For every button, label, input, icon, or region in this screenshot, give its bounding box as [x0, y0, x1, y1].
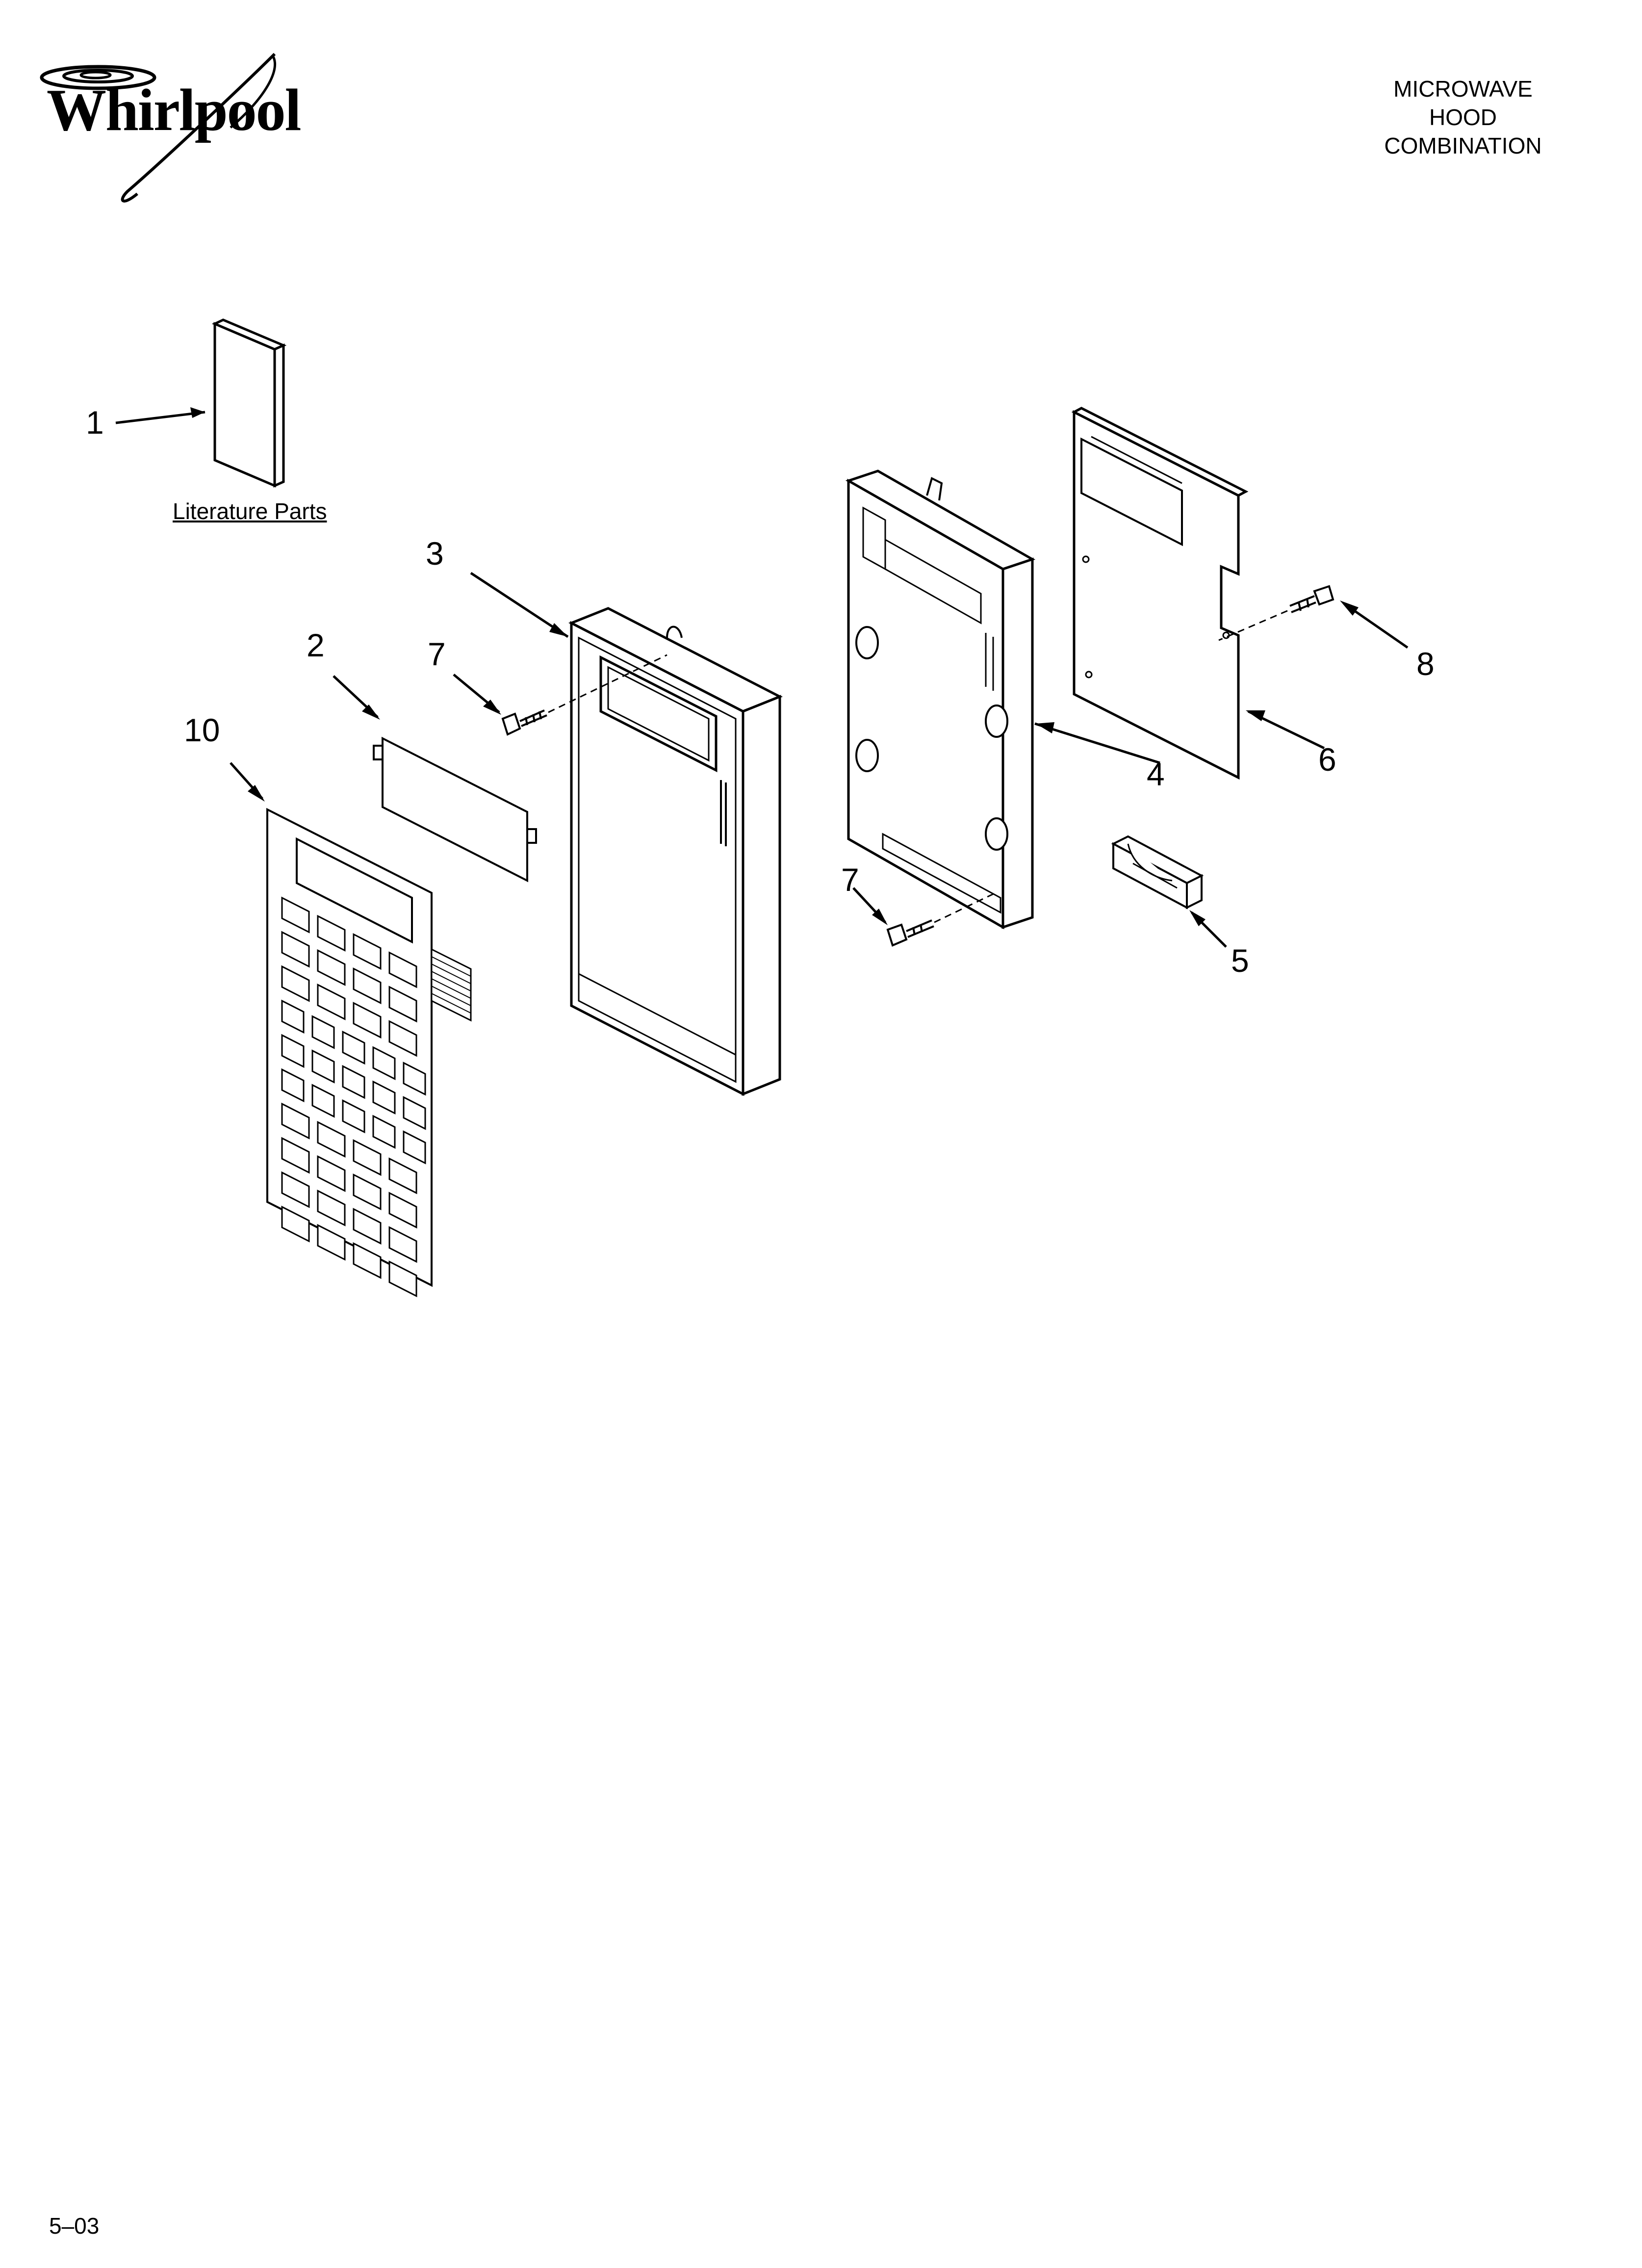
arrow-5 [1189, 910, 1206, 926]
keypad-key-10 [353, 1002, 382, 1039]
page-code: 5–03 [49, 2213, 100, 2239]
keypad-key-11 [388, 1020, 417, 1057]
title-line-2: HOOD [1429, 104, 1497, 130]
callout-10: 10 [184, 712, 220, 748]
keypad-key-1 [317, 914, 346, 952]
arrow-8 [1340, 600, 1359, 616]
keypad-key-14 [342, 1030, 365, 1065]
arrow-3 [549, 623, 568, 637]
keypad-key-12 [281, 999, 305, 1034]
title-line-3: COMBINATION [1384, 133, 1542, 158]
keypad-key-22 [281, 1068, 305, 1102]
keypad-key-17 [281, 1034, 305, 1068]
literature-booklet [211, 318, 287, 488]
keypad-key-19 [342, 1065, 365, 1099]
arrow-7a [483, 700, 501, 715]
keypad-key-27 [281, 1102, 310, 1140]
arrow-4 [1036, 722, 1054, 733]
callout-1: 1 [86, 404, 104, 441]
keypad-key-5 [317, 949, 346, 986]
callout-8: 8 [1416, 646, 1435, 682]
control-circuit-board [1071, 407, 1249, 780]
keypad-key-8 [281, 965, 310, 1002]
keypad-key-26 [403, 1130, 426, 1165]
callout-2: 2 [307, 627, 325, 663]
keypad-key-30 [388, 1157, 417, 1195]
title-line-1: MICROWAVE [1393, 76, 1533, 102]
control-panel-frame [568, 607, 783, 1096]
keypad-key-25 [372, 1115, 396, 1149]
screw-board [1289, 585, 1334, 613]
keypad-key-3 [388, 951, 417, 989]
arrow-2 [362, 704, 380, 720]
control-bracket [845, 469, 1036, 930]
keypad-key-29 [353, 1139, 382, 1176]
keypad-key-31 [281, 1137, 310, 1174]
screw-lower [886, 919, 934, 947]
keypad-key-35 [281, 1171, 310, 1208]
leader-line-1 [115, 411, 205, 424]
callout-7-upper: 7 [428, 636, 446, 672]
arrow-10 [248, 785, 265, 802]
whirlpool-logo-swirl [40, 52, 277, 203]
keypad-key-9 [317, 983, 346, 1020]
screw-board-path [1218, 610, 1288, 641]
callout-5: 5 [1231, 942, 1249, 979]
arrow-6 [1246, 710, 1265, 721]
callout-3: 3 [426, 535, 444, 572]
leader-line-3 [470, 572, 569, 638]
keypad-key-23 [311, 1084, 335, 1118]
arrow-1 [190, 407, 205, 418]
display-window-lens [373, 736, 537, 883]
keypad-key-41 [353, 1242, 382, 1279]
keypad-key-16 [403, 1062, 426, 1096]
keypad-key-13 [311, 1015, 335, 1049]
keypad-key-36 [317, 1189, 346, 1226]
callout-4: 4 [1147, 756, 1165, 792]
keypad-key-33 [353, 1173, 382, 1210]
keypad-key-37 [353, 1208, 382, 1245]
keypad-key-39 [281, 1205, 310, 1243]
keypad-key-40 [317, 1224, 346, 1261]
arrow-7b [872, 909, 888, 925]
keypad-key-0 [281, 896, 310, 934]
keypad-key-38 [388, 1226, 417, 1263]
keypad-key-6 [353, 967, 382, 1004]
callout-7-lower: 7 [841, 861, 859, 898]
screw-upper [501, 709, 547, 736]
keypad-key-20 [372, 1080, 396, 1115]
leader-line-4 [1034, 722, 1160, 764]
screw-upper-path [548, 654, 667, 713]
keypad-key-34 [388, 1192, 417, 1229]
keypad-key-18 [311, 1049, 335, 1084]
keypad-key-21 [403, 1096, 426, 1130]
keypad-key-4 [281, 931, 310, 968]
keypad-key-24 [342, 1099, 365, 1134]
literature-parts-label: Literature Parts [173, 498, 327, 524]
keypad-key-42 [388, 1260, 417, 1298]
touch-panel-overlay [266, 808, 472, 1298]
keypad-key-2 [353, 933, 382, 970]
whirlpool-logo: Whirlpool [47, 77, 302, 143]
keypad-key-32 [317, 1155, 346, 1192]
keypad-key-28 [317, 1121, 346, 1158]
latch-clip [1111, 835, 1204, 910]
callout-6: 6 [1318, 741, 1336, 778]
keypad-key-7 [388, 986, 417, 1023]
keypad-key-15 [372, 1046, 396, 1080]
